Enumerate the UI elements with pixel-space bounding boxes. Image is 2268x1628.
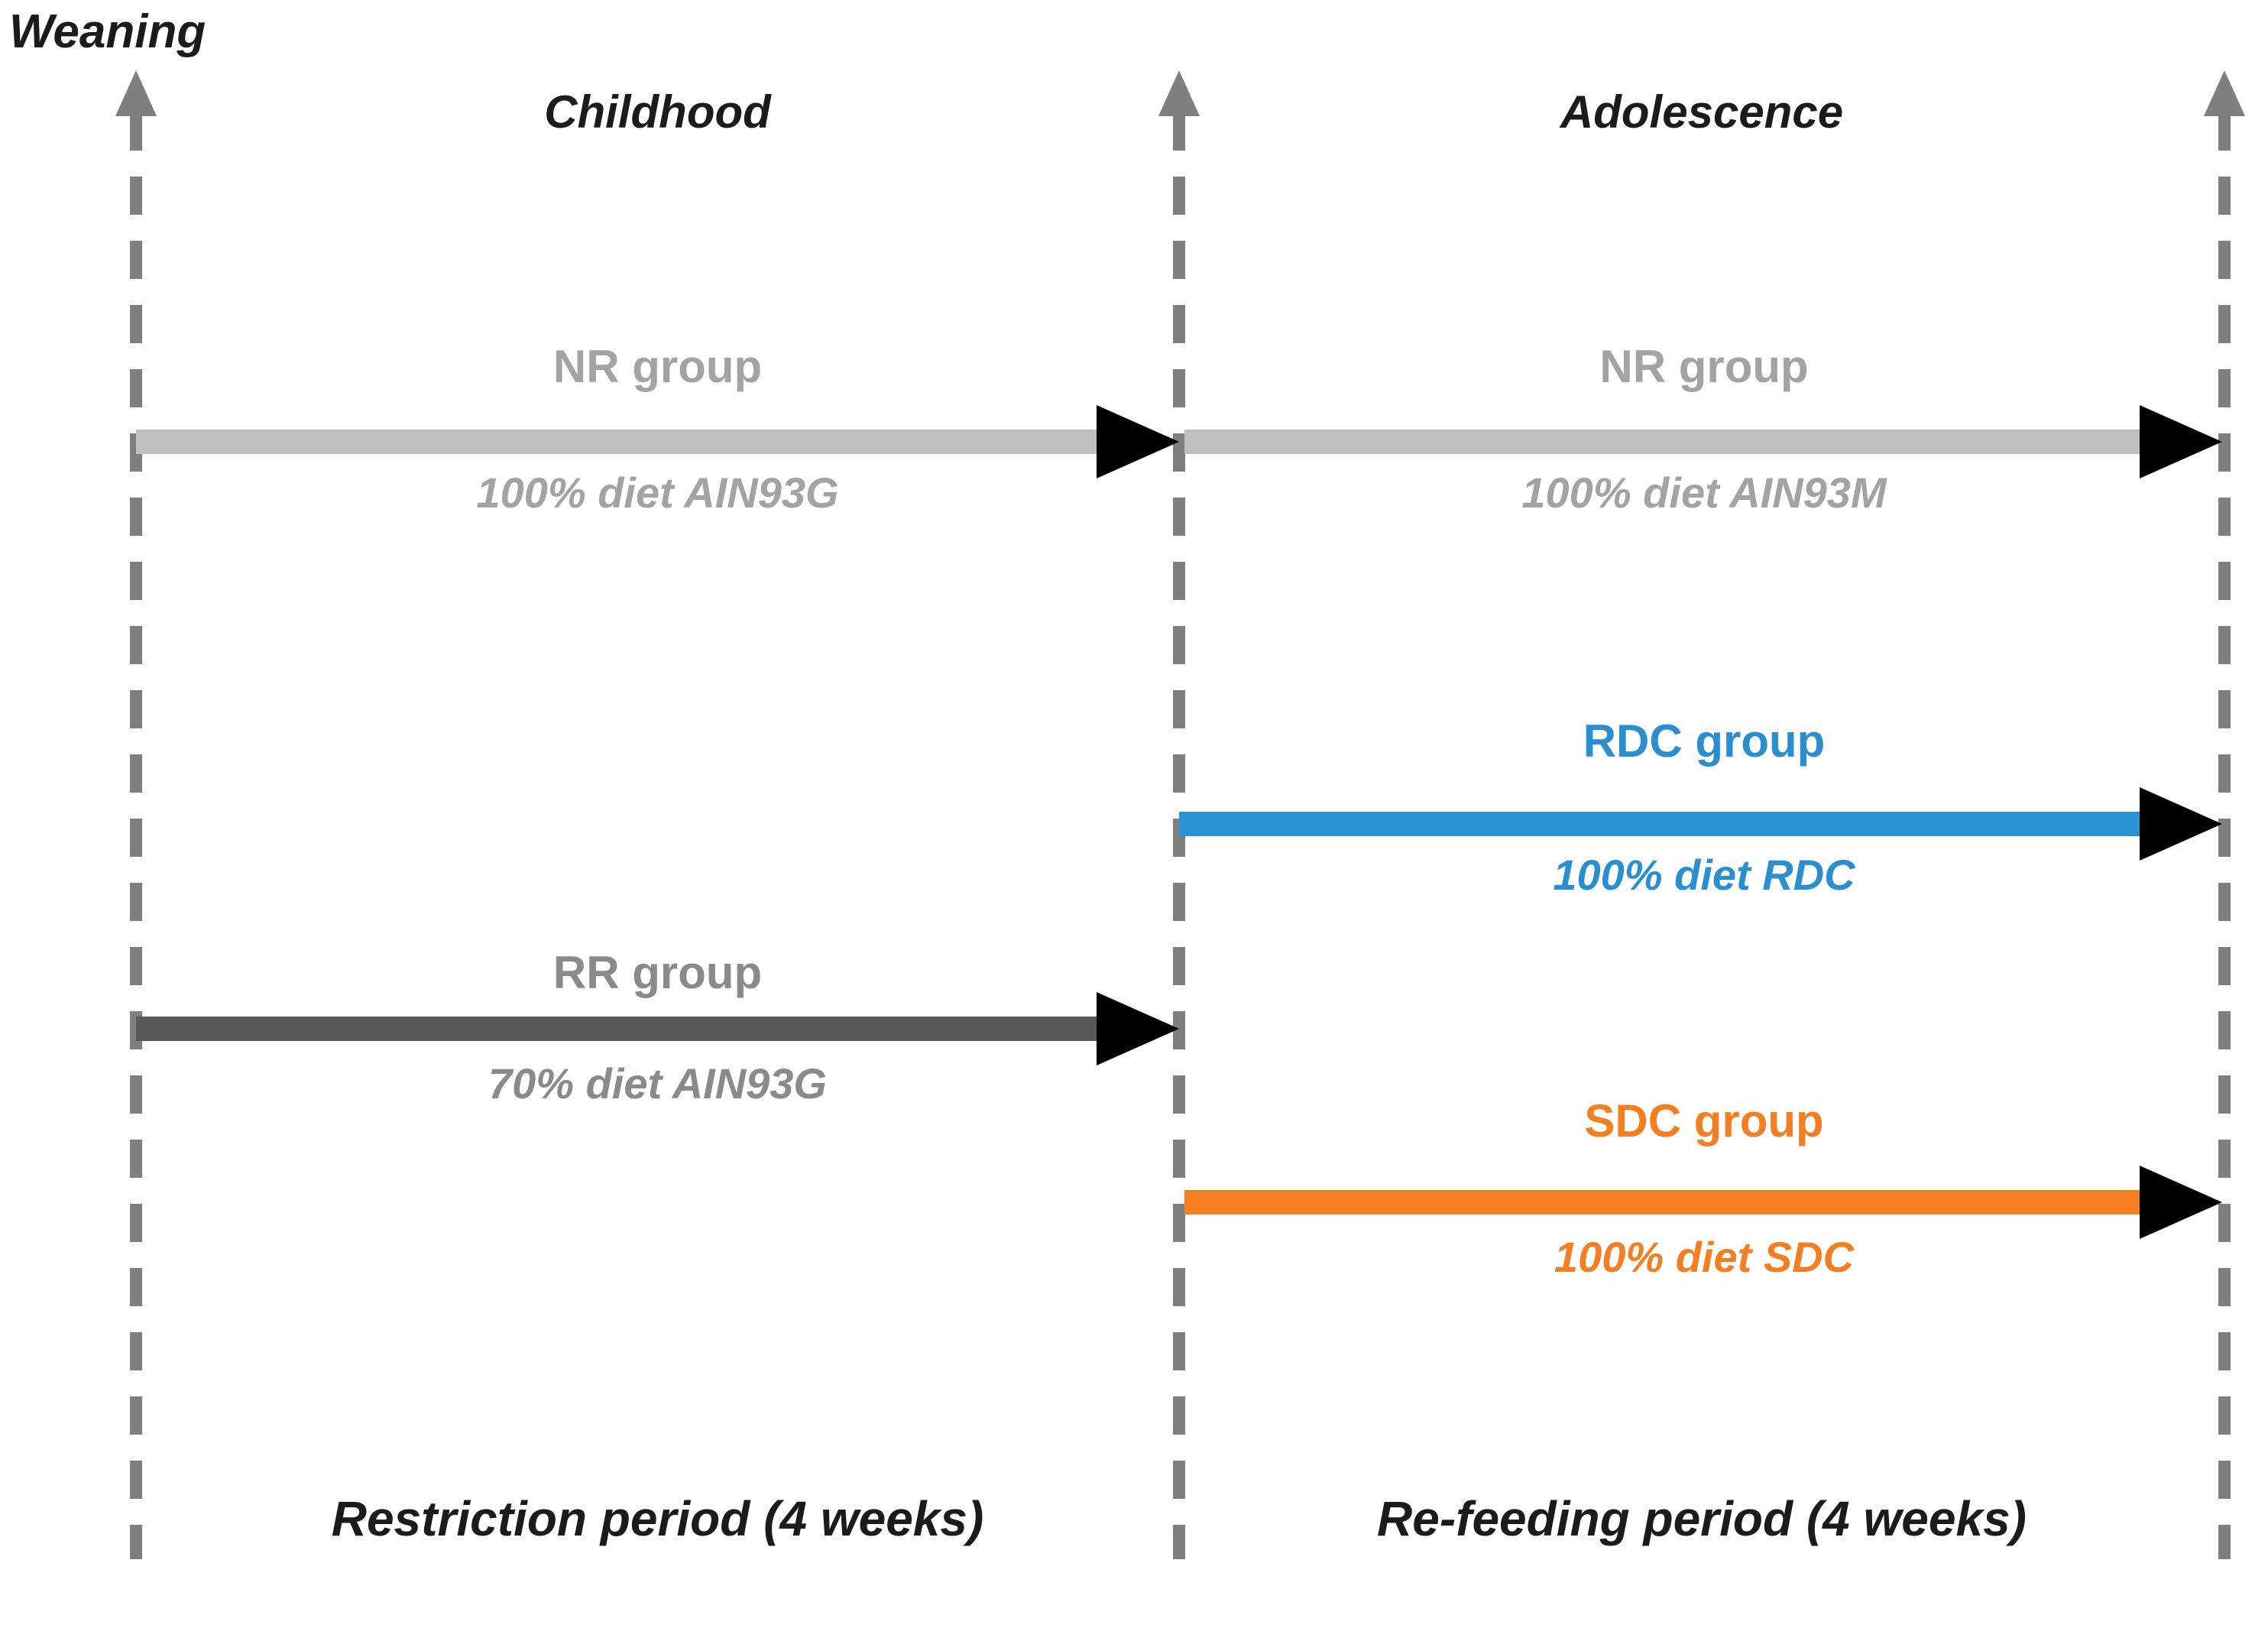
- right-arrow-head-icon: [2140, 405, 2222, 478]
- timeline-weaning: [115, 70, 157, 1559]
- arrow-shaft: [1179, 812, 2140, 836]
- right-arrow-head-icon: [1097, 405, 1179, 478]
- up-arrow-icon: [115, 70, 157, 116]
- up-arrow-icon: [2204, 70, 2245, 116]
- group-label-rr: RR group: [552, 947, 763, 998]
- period-caption-refeeding: Re-feeding period (4 weeks): [1377, 1491, 2027, 1546]
- diet-label-rdc: 100% diet RDC: [1553, 851, 1855, 899]
- group-label-sdc: SDC group: [1584, 1095, 1824, 1146]
- weaning-label: Weaning: [9, 5, 206, 58]
- group-arrow-sdc: [1184, 1166, 2222, 1239]
- group-label-rdc: RDC group: [1583, 715, 1826, 767]
- arrow-shaft: [136, 1017, 1097, 1041]
- arrow-shaft: [1184, 1190, 2140, 1215]
- arrow-shaft: [1184, 430, 2140, 454]
- group-arrow-nr-adolescence: [1184, 405, 2222, 478]
- right-arrow-head-icon: [1097, 992, 1179, 1065]
- diet-label-sdc: 100% diet SDC: [1554, 1233, 1855, 1281]
- group-arrow-rdc: [1179, 787, 2222, 861]
- period-label-adolescence: Adolescence: [1560, 86, 1844, 138]
- period-caption-restriction: Restriction period (4 weeks): [331, 1491, 984, 1546]
- group-label-nr-adolescence: NR group: [1599, 341, 1809, 392]
- arrow-shaft: [136, 430, 1097, 454]
- right-arrow-head-icon: [2140, 787, 2222, 861]
- period-label-childhood: Childhood: [544, 86, 771, 138]
- group-arrow-nr-childhood: [136, 405, 1179, 478]
- right-arrow-head-icon: [2140, 1166, 2222, 1239]
- group-label-nr-childhood: NR group: [552, 341, 763, 392]
- diet-label-rr: 70% diet AIN93G: [488, 1059, 827, 1107]
- diet-label-nr-adolescence: 100% diet AIN93M: [1521, 469, 1887, 517]
- diet-label-nr-childhood: 100% diet AIN93G: [476, 469, 839, 517]
- up-arrow-icon: [1158, 70, 1200, 116]
- group-arrow-rr: [136, 992, 1179, 1065]
- dashed-line: [130, 112, 142, 1559]
